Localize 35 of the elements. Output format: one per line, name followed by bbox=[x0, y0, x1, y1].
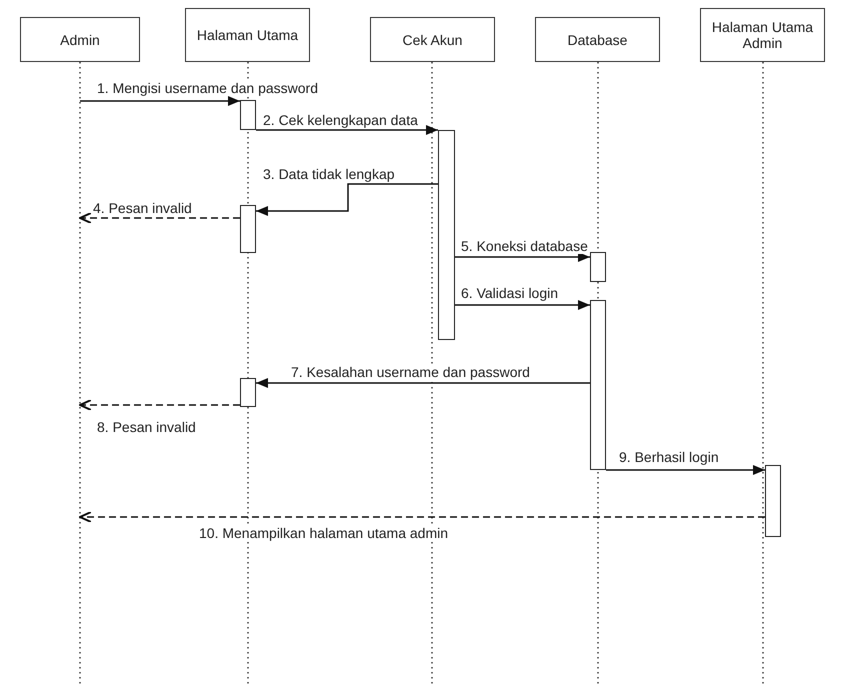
activation-bar bbox=[240, 205, 256, 253]
activation-bar bbox=[590, 300, 606, 470]
lifeline bbox=[431, 62, 433, 686]
lifeline-head: Cek Akun bbox=[370, 17, 495, 62]
lifeline bbox=[762, 62, 764, 686]
lifeline-head: Halaman Utama Admin bbox=[700, 8, 825, 62]
message-label: 8. Pesan invalid bbox=[96, 419, 197, 435]
message-label: 6. Validasi login bbox=[460, 285, 560, 301]
activation-bar bbox=[240, 378, 256, 407]
message-label: 3. Data tidak lengkap bbox=[262, 166, 396, 182]
message-arrow bbox=[455, 300, 590, 310]
lifeline-head: Halaman Utama bbox=[185, 8, 310, 62]
activation-bar bbox=[590, 252, 606, 282]
message-arrow bbox=[606, 465, 765, 475]
message-arrow bbox=[80, 96, 240, 106]
lifeline bbox=[79, 62, 81, 686]
lifeline-head: Admin bbox=[20, 17, 140, 62]
message-label: 10. Menampilkan halaman utama admin bbox=[198, 525, 450, 541]
message-label: 5. Koneksi database bbox=[460, 238, 589, 254]
message-label: 1. Mengisi username dan password bbox=[96, 80, 320, 96]
lifeline-head: Database bbox=[535, 17, 660, 62]
message-arrow bbox=[455, 252, 590, 262]
activation-bar bbox=[438, 130, 455, 340]
return-message-arrow bbox=[79, 399, 240, 411]
message-arrow bbox=[256, 378, 590, 388]
activation-bar bbox=[765, 465, 781, 537]
message-label: 4. Pesan invalid bbox=[92, 200, 193, 216]
message-arrow bbox=[256, 125, 438, 135]
message-arrow bbox=[256, 183, 438, 216]
message-label: 7. Kesalahan username dan password bbox=[290, 364, 531, 380]
message-label: 2. Cek kelengkapan data bbox=[262, 112, 419, 128]
return-message-arrow bbox=[79, 511, 765, 523]
return-message-arrow bbox=[79, 212, 240, 224]
message-label: 9. Berhasil login bbox=[618, 449, 720, 465]
activation-bar bbox=[240, 100, 256, 130]
